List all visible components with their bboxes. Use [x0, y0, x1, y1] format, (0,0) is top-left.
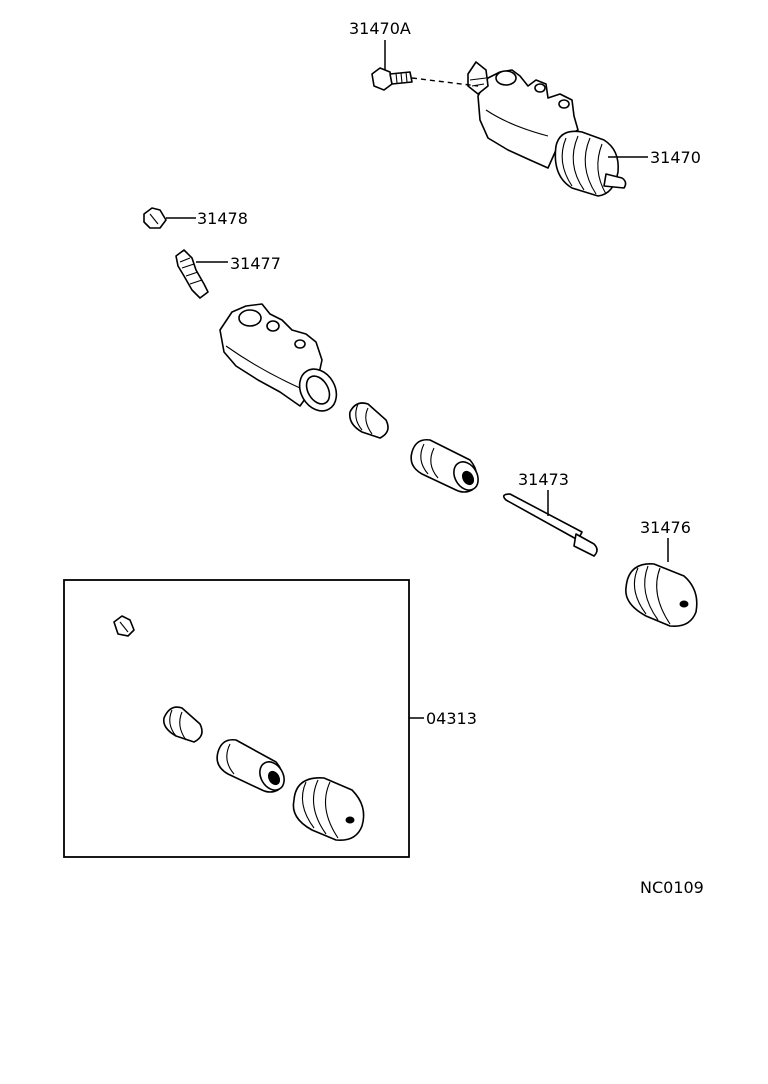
- label-31476: 31476: [640, 518, 691, 537]
- boot-part: [625, 538, 698, 628]
- label-31470a: 31470A: [349, 19, 411, 38]
- label-31477: 31477: [230, 254, 281, 273]
- cylinder-body-exploded: [219, 303, 338, 412]
- repair-kit-box: [63, 579, 424, 858]
- label-31470: 31470: [650, 148, 701, 167]
- piston-part: [410, 438, 479, 493]
- cylinder-assembly-top: [467, 61, 627, 197]
- label-31473: 31473: [518, 470, 569, 489]
- bleeder-plug-part: [175, 249, 228, 299]
- figure-code: NC0109: [640, 878, 704, 897]
- bleeder-cap-part: [143, 207, 196, 229]
- push-rod-part: [502, 490, 598, 557]
- label-04313: 04313: [426, 709, 477, 728]
- label-31478: 31478: [197, 209, 248, 228]
- bleeder-bolt-part: [371, 40, 479, 91]
- piston-cup-part: [348, 402, 389, 439]
